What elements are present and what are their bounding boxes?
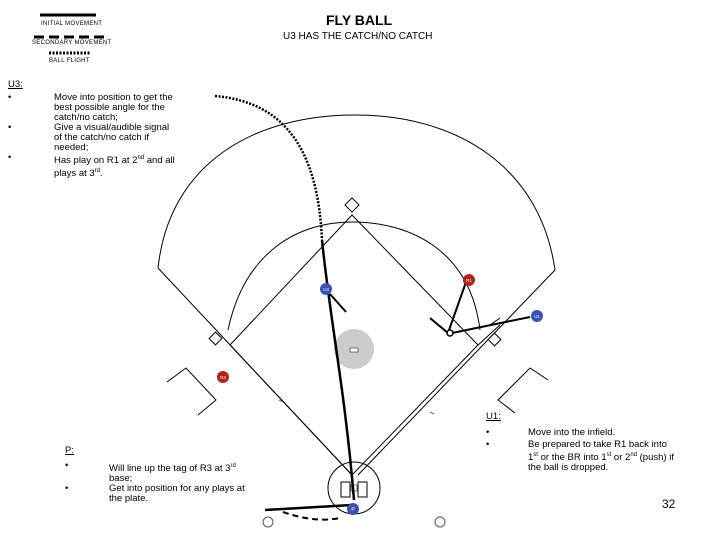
right-distance-marker xyxy=(429,411,435,415)
pitchers-rubber xyxy=(349,347,359,353)
first-base xyxy=(487,332,502,347)
u3-note-3: •Has play on R1 at 2nd and all plays at … xyxy=(8,152,175,180)
p-marker-label: P xyxy=(351,507,355,513)
r1-movement xyxy=(429,281,467,335)
on-deck-circle-right xyxy=(434,516,446,528)
u1-marker: U1 xyxy=(531,310,543,322)
u1-note-1: •Move into the infield. xyxy=(486,427,616,438)
page-number: 32 xyxy=(662,497,676,511)
p-notes: P: •Will line up the tag of R3 at 3rd ba… xyxy=(65,446,245,504)
u1-movement xyxy=(451,316,531,334)
ball-flight-path xyxy=(214,94,324,241)
r3-marker: R3 xyxy=(217,371,229,383)
infield-edge xyxy=(227,221,481,331)
page-title: FLY BALL xyxy=(326,12,393,28)
outfield-fence xyxy=(157,114,556,271)
u3-note-2: •Give a visual/audible signal of the cat… xyxy=(8,122,170,153)
right-foul-line xyxy=(357,269,556,476)
r1-marker-label: R1 xyxy=(466,278,472,283)
u1-note-2: •Be prepared to take R1 back into 1st or… xyxy=(486,439,674,474)
u1-heading: U1: xyxy=(486,411,501,422)
right-batters-box xyxy=(357,481,368,498)
u3-marker-label: U3 xyxy=(323,287,329,292)
third-base xyxy=(208,331,223,346)
r1-marker: R1 xyxy=(463,274,475,286)
catch-point xyxy=(446,329,454,337)
pitcher-movement-dashed xyxy=(282,511,341,521)
pitcher-movement-solid xyxy=(264,503,353,512)
legend-initial-label: INITIAL MOVEMENT xyxy=(41,21,103,27)
left-distance-marker xyxy=(278,399,284,403)
p-note-1: •Will line up the tag of R3 at 3rd base; xyxy=(65,460,236,485)
r3-marker-label: R3 xyxy=(220,375,226,380)
u1-stub xyxy=(489,317,501,326)
legend xyxy=(34,13,104,55)
u3-marker: U3 xyxy=(320,283,332,295)
p-note-2: •Get into position for any plays at the … xyxy=(65,483,245,505)
u1-marker-label: U1 xyxy=(534,314,540,319)
u3-notes: U3: •Move into position to get the best … xyxy=(8,80,178,179)
u3-heading: U3: xyxy=(8,79,23,90)
legend-ball-label: BALL FLIGHT xyxy=(49,58,90,64)
p-heading: P: xyxy=(65,445,74,456)
base-paths xyxy=(229,214,479,476)
page-subtitle: U3 HAS THE CATCH/NO CATCH xyxy=(283,31,433,42)
p-marker: P xyxy=(347,503,359,515)
u3-note-1: •Move into position to get the best poss… xyxy=(8,92,173,123)
left-batters-box xyxy=(340,481,351,498)
second-base xyxy=(344,197,360,213)
first-base-coach-box xyxy=(497,367,549,414)
fielder-path xyxy=(320,239,356,501)
u1-notes: U1: •Move into the infield. •Be prepared… xyxy=(486,412,676,473)
on-deck-circle-left xyxy=(262,516,274,528)
legend-secondary-label: SECONDARY MOVEMENT xyxy=(32,40,112,46)
u3-movement xyxy=(329,293,347,313)
first-base-cutout xyxy=(477,324,501,346)
third-base-coach-box xyxy=(166,367,217,416)
